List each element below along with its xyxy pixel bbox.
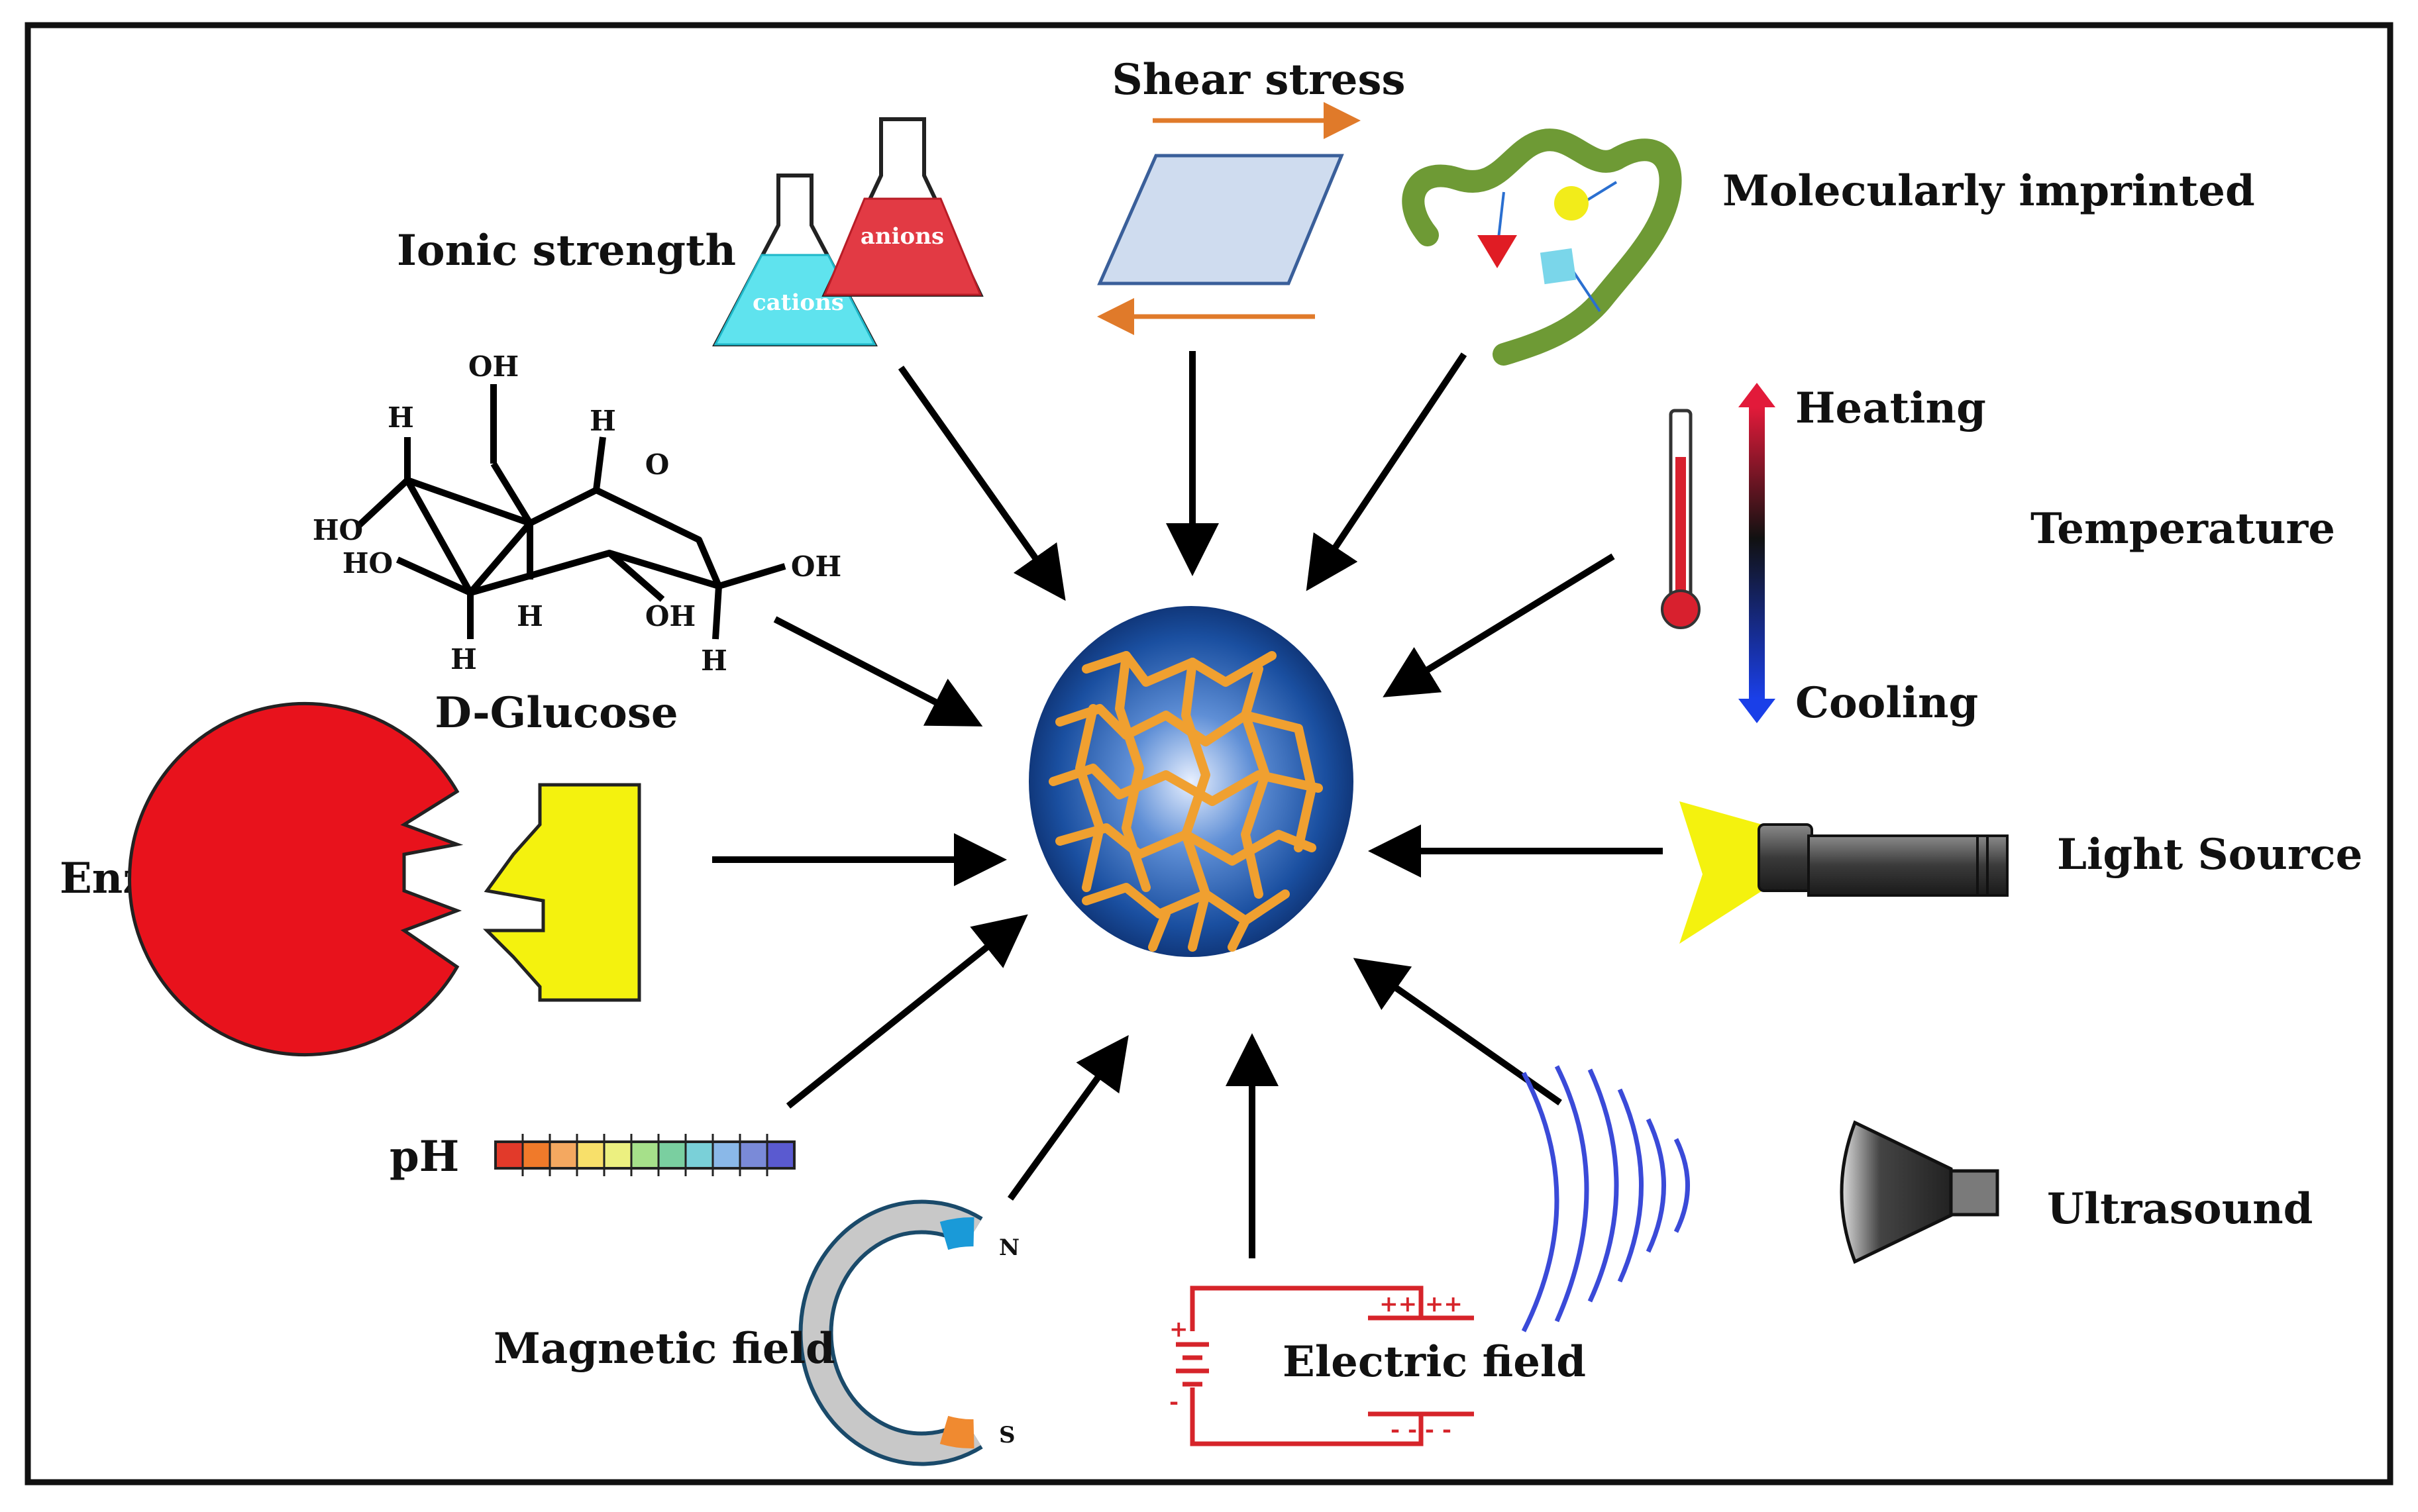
magnet-south-pole	[939, 1415, 974, 1449]
arrow-glucose	[773, 616, 983, 727]
cooling-arrowhead	[1738, 699, 1775, 723]
polymer-chain	[1402, 128, 1682, 366]
temperature-gradient-bar	[1749, 407, 1765, 699]
flashlight-body	[1807, 834, 2009, 897]
gel-sphere	[1029, 606, 1353, 957]
cooling-label: Cooling	[1795, 678, 1978, 728]
gel-network-strands	[1049, 651, 1323, 952]
ph-scale-strip	[494, 1134, 796, 1176]
square-template	[1540, 248, 1577, 285]
glucose-ho-b: HO	[342, 547, 393, 580]
ultrasound-label: Ultrasound	[2047, 1184, 2313, 1234]
arrow-molecular	[1306, 352, 1467, 591]
shear-stress-group: Shear stress	[1097, 55, 1406, 335]
magnet-s-label: S	[999, 1422, 1016, 1448]
magnet-n-label: N	[999, 1235, 1020, 1261]
glucose-oh-bottom: OH	[645, 600, 696, 632]
circuit-wires	[1176, 1285, 1474, 1446]
temperature-group: Heating Temperature Cooling	[1661, 383, 2335, 728]
glucose-o-ring: O	[645, 448, 670, 481]
plate-positive-charges: ++ ++	[1379, 1291, 1463, 1317]
temperature-label: Temperature	[2030, 504, 2335, 554]
shear-plate	[1097, 154, 1344, 285]
hydrogel-center	[1029, 606, 1353, 957]
arrow-ph	[786, 914, 1028, 1109]
glucose-h-bottom-2: H	[450, 643, 477, 676]
glucose-h-left: H	[388, 401, 414, 434]
molecularly-imprinted-label: Molecularly imprinted	[1722, 166, 2255, 216]
sound-waves	[1521, 1065, 1690, 1333]
magnet-north-pole	[939, 1217, 974, 1250]
ultrasound-group: Ultrasound	[1521, 1065, 2313, 1333]
glucose-h-bottom-1: H	[517, 600, 543, 632]
shear-stress-label: Shear stress	[1112, 55, 1405, 105]
light-source-label: Light Source	[2057, 830, 2362, 880]
glucose-oh-right: OH	[791, 550, 841, 583]
molecularly-imprinted-group: Molecularly imprinted	[1402, 128, 2255, 366]
ionic-strength-label: Ionic strength	[397, 226, 736, 276]
ph-group: pH	[390, 1132, 796, 1182]
d-glucose-group: OH H H O HO HO OH OH H H H D-Glucose	[313, 350, 841, 738]
ph-label: pH	[390, 1132, 459, 1182]
substrate-shape	[482, 783, 641, 1002]
thermometer-bulb	[1661, 589, 1701, 629]
arrow-magnetic	[1007, 1034, 1129, 1201]
battery-plus: +	[1169, 1316, 1188, 1342]
circle-template	[1554, 186, 1589, 221]
flashlight-head	[1758, 823, 1813, 892]
enzyme-shape	[128, 702, 464, 1056]
anions-solution	[823, 197, 982, 296]
glucose-h-top: H	[590, 405, 616, 437]
enzyme-group: Enzyme	[60, 702, 641, 1056]
heating-arrowhead	[1738, 383, 1775, 407]
d-glucose-label: D-Glucose	[435, 688, 678, 738]
figure-border	[25, 22, 2393, 1486]
binding-link-3	[1572, 270, 1601, 313]
anions-label: anions	[861, 223, 944, 250]
magnet-body	[802, 1203, 981, 1462]
light-beam	[1679, 801, 1762, 944]
glucose-h-bottom-3: H	[701, 644, 727, 677]
light-source-group: Light Source	[1679, 801, 2362, 944]
electric-field-group: + - ++ ++ - - - - Electric field	[1169, 1285, 1586, 1446]
electric-field-label: Electric field	[1283, 1337, 1586, 1387]
glucose-ho-a: HO	[313, 514, 363, 546]
speaker-cone	[1840, 1120, 1953, 1264]
thermometer-mercury	[1675, 457, 1686, 609]
triangle-template	[1477, 235, 1517, 268]
magnetic-field-label: Magnetic field	[494, 1324, 835, 1374]
plate-negative-charges: - - - -	[1391, 1417, 1451, 1443]
heating-label: Heating	[1795, 383, 1986, 433]
battery-minus: -	[1169, 1389, 1179, 1415]
arrow-ionic	[898, 366, 1066, 601]
arrow-temperature	[1383, 553, 1615, 697]
speaker-body	[1949, 1169, 1999, 1217]
glucose-oh-top: OH	[468, 350, 519, 383]
binding-link-1	[1497, 191, 1505, 239]
glucose-ring	[355, 384, 786, 640]
ionic-strength-group: Ionic strength cations anions	[397, 117, 984, 346]
magnetic-field-group: N S Magnetic field	[494, 1199, 1020, 1466]
